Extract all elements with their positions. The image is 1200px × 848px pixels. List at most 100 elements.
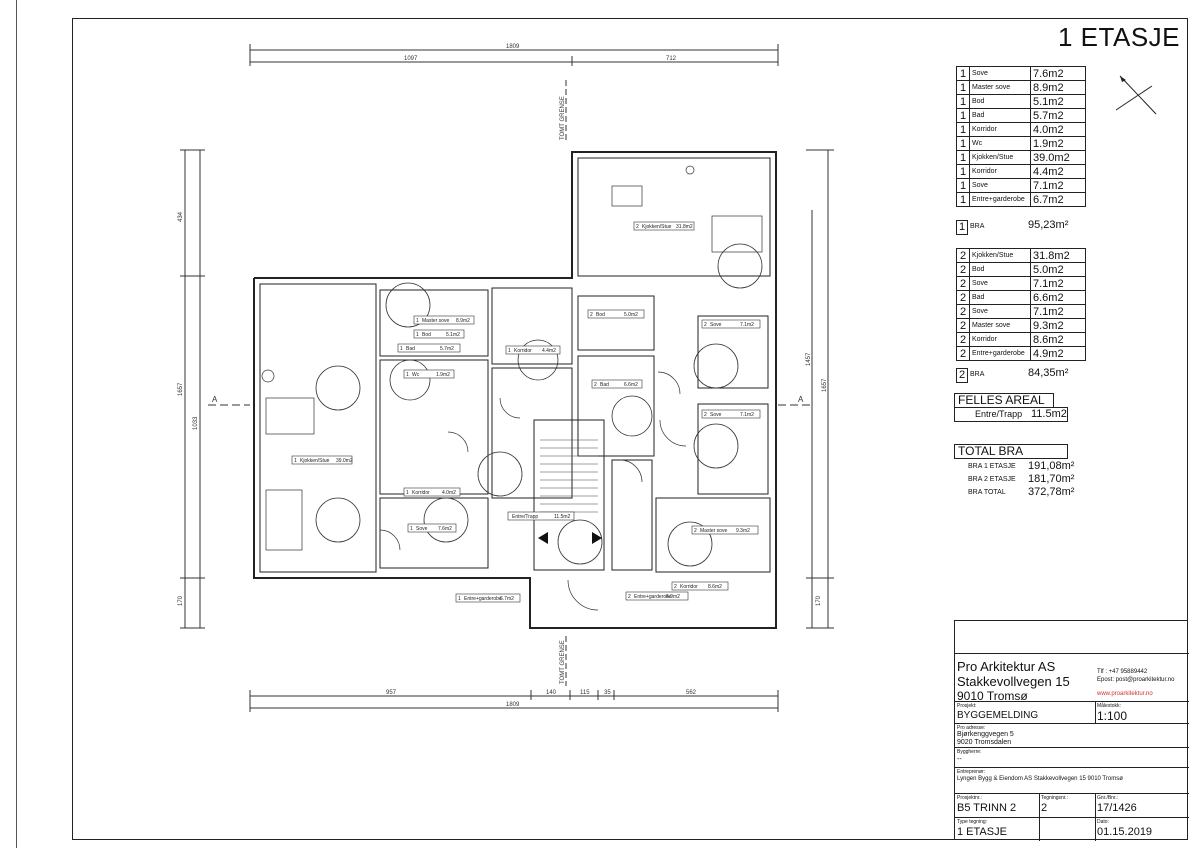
svg-text:2: 2 xyxy=(704,322,707,328)
dim-top-right: 712 xyxy=(666,56,677,62)
malestokk-value: 1:100 xyxy=(1097,709,1128,723)
dim-left-middle: 1657 xyxy=(178,382,184,396)
area-cell-label: Sove xyxy=(969,304,1031,319)
dim-bottom-a: 957 xyxy=(386,690,397,696)
svg-text:2: 2 xyxy=(636,224,639,230)
tegningsnr-value: 2 xyxy=(1041,802,1048,814)
bra-floor1-number: 1 xyxy=(956,220,968,235)
section-marker-left: A xyxy=(212,395,218,404)
area-cell-n: 2 xyxy=(956,332,970,347)
total-row-label: BRA 2 ETASJE xyxy=(968,476,1016,483)
felles-areal-row: Entre/Trapp 11.5m2 xyxy=(954,407,1068,422)
svg-text:1: 1 xyxy=(410,526,413,532)
area-cell-n: 1 xyxy=(956,80,970,95)
svg-text:Bod: Bod xyxy=(422,332,431,338)
dim-right-inner: 1457 xyxy=(806,352,812,366)
area-cell-label: Bad xyxy=(969,290,1031,305)
dim-top-left: 1097 xyxy=(404,56,418,62)
area-cell-label: Sove xyxy=(969,276,1031,291)
area-cell-value: 4.4m2 xyxy=(1030,164,1086,179)
area-cell-label: Korridor xyxy=(969,164,1031,179)
dim-bottom-b: 140 xyxy=(546,690,557,696)
byggherre-label: Byggherre: xyxy=(957,749,982,755)
area-cell-label: Master sove xyxy=(969,318,1031,333)
dim-right-lower: 170 xyxy=(816,595,822,606)
total-row-value: 191,08m² xyxy=(1028,460,1075,472)
adresse-line2: 9020 Tromsdalen xyxy=(957,739,1012,746)
area-cell-value: 9.3m2 xyxy=(1030,318,1086,333)
total-row-value: 372,78m² xyxy=(1028,486,1075,498)
dim-bottom-e: 562 xyxy=(686,690,697,696)
svg-text:Kjokken/Stue: Kjokken/Stue xyxy=(642,224,672,230)
drawing-sheet-border xyxy=(72,18,1188,840)
area-cell-value: 1.9m2 xyxy=(1030,136,1086,151)
prosjektnr-value: B5 TRINN 2 xyxy=(957,802,1017,814)
svg-text:1: 1 xyxy=(416,318,419,324)
area-cell-n: 2 xyxy=(956,318,970,333)
company-web: www.proarkitektur.no xyxy=(1097,691,1153,697)
svg-text:5.0m2: 5.0m2 xyxy=(624,312,638,318)
company-phone: Tlf : +47 95889442 xyxy=(1097,669,1148,675)
area-cell-value: 6.7m2 xyxy=(1030,192,1086,207)
area-cell-label: Sove xyxy=(969,178,1031,193)
area-cell-value: 8.6m2 xyxy=(1030,332,1086,347)
svg-text:9.3m2: 9.3m2 xyxy=(736,528,750,534)
area-cell-value: 6.6m2 xyxy=(1030,290,1086,305)
area-cell-n: 1 xyxy=(956,136,970,151)
property-line-label-bottom: TOMT GRENSE xyxy=(560,640,566,684)
bra-floor2-value: 84,35m² xyxy=(1028,367,1069,379)
dim-left-upper: 434 xyxy=(178,211,184,222)
area-cell-value: 5.7m2 xyxy=(1030,108,1086,123)
svg-text:Sove: Sove xyxy=(710,322,722,328)
area-cell-n: 1 xyxy=(956,164,970,179)
dato-value: 01.15.2019 xyxy=(1097,826,1153,838)
svg-text:1: 1 xyxy=(416,332,419,338)
bra-floor1-value: 95,23m² xyxy=(1028,219,1069,231)
svg-text:Entre/Trapp: Entre/Trapp xyxy=(512,514,538,520)
area-cell-n: 2 xyxy=(956,304,970,319)
area-cell-label: Master sove xyxy=(969,80,1031,95)
area-cell-label: Bod xyxy=(969,94,1031,109)
adresse-line1: Bjørkenggvegen 5 xyxy=(957,731,1014,738)
floor-plan-drawing: 1809 1097 712 957 140 115 35 562 1809 43… xyxy=(178,44,834,712)
area-cell-value: 7.1m2 xyxy=(1030,304,1086,319)
type-label: Type tegning: xyxy=(957,819,988,825)
prosjekt-label: Prosjekt: xyxy=(957,703,977,709)
bra-floor2: 2 BRA 84,35m² xyxy=(956,367,1076,383)
svg-text:5.1m2: 5.1m2 xyxy=(446,332,460,338)
area-cell-label: Entre+garderobe xyxy=(969,346,1031,361)
area-cell-n: 1 xyxy=(956,150,970,165)
dim-left-lower: 170 xyxy=(178,595,184,606)
dim-right-outer: 1657 xyxy=(822,378,828,392)
gnrbnr-value: 17/1426 xyxy=(1097,802,1137,814)
svg-text:6.6m2: 6.6m2 xyxy=(624,382,638,388)
area-cell-n: 2 xyxy=(956,276,970,291)
bra-floor2-number: 2 xyxy=(956,368,968,383)
svg-text:1: 1 xyxy=(400,346,403,352)
area-cell-n: 1 xyxy=(956,94,970,109)
area-cell-n: 1 xyxy=(956,192,970,207)
area-cell-value: 5.1m2 xyxy=(1030,94,1086,109)
adresse-label: Pro adresse: xyxy=(957,725,986,731)
svg-text:1: 1 xyxy=(294,458,297,464)
area-cell-label: Bod xyxy=(969,262,1031,277)
svg-text:7.1m2: 7.1m2 xyxy=(740,412,754,418)
area-cell-value: 8.9m2 xyxy=(1030,80,1086,95)
svg-text:6.7m2: 6.7m2 xyxy=(500,596,514,602)
svg-text:Bad: Bad xyxy=(600,382,609,388)
area-cell-value: 4.0m2 xyxy=(1030,122,1086,137)
